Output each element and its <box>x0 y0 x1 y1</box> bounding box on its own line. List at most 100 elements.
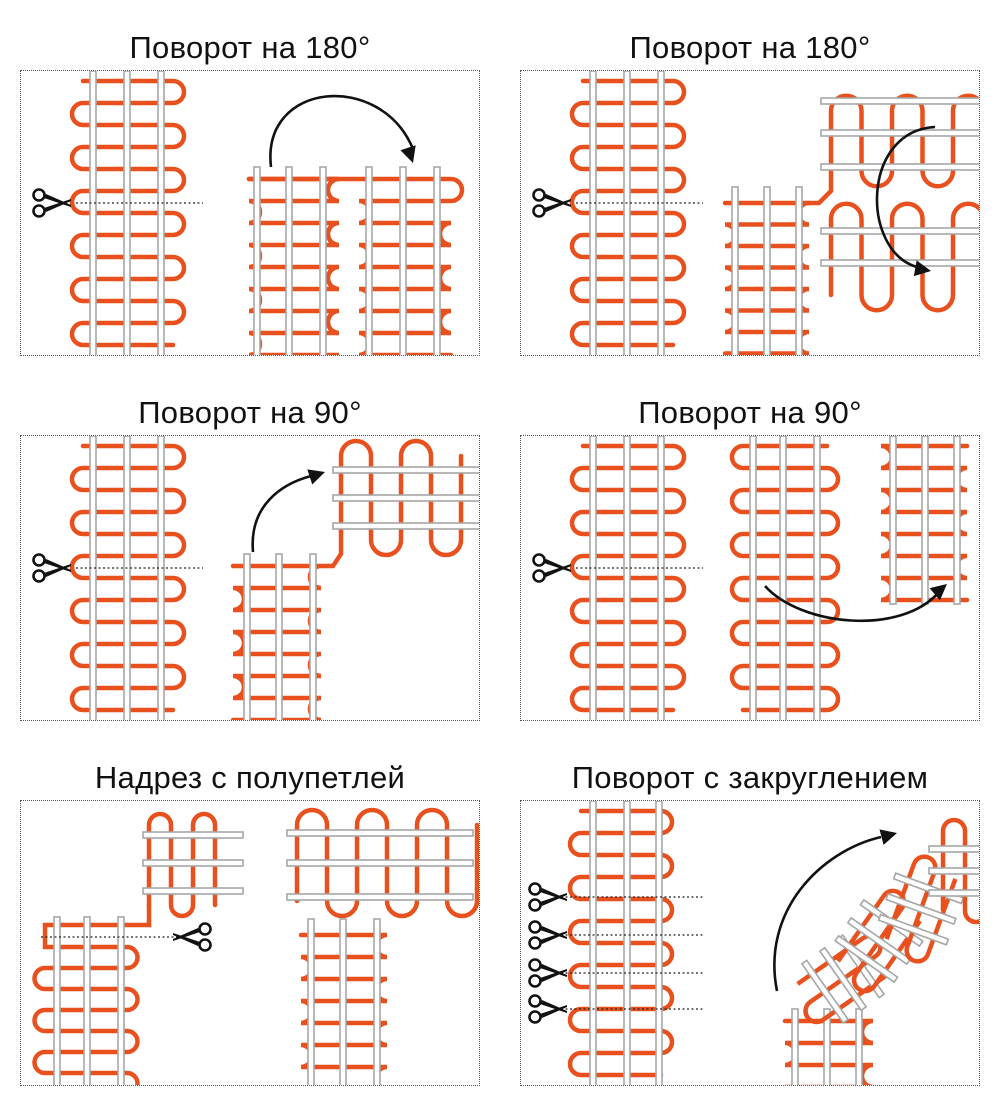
mesh-strip <box>157 436 165 720</box>
panel-title: Поворот на 180° <box>629 30 871 65</box>
mesh-strip <box>820 259 979 267</box>
mesh-strip <box>142 831 244 839</box>
panel-cell-4: Поворот на 90° <box>500 365 1000 725</box>
scissors-icon <box>32 188 71 218</box>
arrow-head-icon <box>400 145 416 163</box>
diagram-180-turn-b <box>532 71 979 355</box>
mesh-strip <box>855 1008 863 1085</box>
diagram-panel-5 <box>20 800 480 1086</box>
scissors-icon <box>528 994 567 1024</box>
scissors-icon <box>528 882 567 912</box>
mesh-strip <box>123 71 131 355</box>
scissors-icon <box>532 553 571 583</box>
mesh-strip <box>373 918 381 1085</box>
arrow-head-icon <box>307 469 325 485</box>
diagram-rounded-turn <box>528 801 979 1085</box>
arrow-head-icon <box>913 260 931 277</box>
panel-title: Надрез с полупетлей <box>94 760 406 795</box>
mesh-strip <box>589 71 597 355</box>
mesh-strip <box>285 166 293 355</box>
panel-cell-5: Надрез с полупетлей <box>0 730 500 1100</box>
mesh-strip <box>253 166 261 355</box>
mesh-strip <box>795 186 803 355</box>
mesh-strip <box>820 129 979 137</box>
mesh-strip <box>589 801 597 1085</box>
mesh-strip <box>332 494 479 502</box>
arrow-head-icon <box>929 584 947 601</box>
mesh-strip <box>655 801 663 1085</box>
mesh-strip <box>319 166 327 355</box>
mesh-strip <box>286 893 474 901</box>
mesh-strip <box>332 466 479 474</box>
scissors-icon <box>173 922 212 952</box>
mesh-strip <box>275 553 283 720</box>
panel-title: Поворот на 90° <box>638 395 862 430</box>
mesh-strip <box>123 436 131 720</box>
mesh-strip <box>623 71 631 355</box>
diagram-panel-4 <box>520 435 980 721</box>
panel-cell-2: Поворот на 180° <box>500 0 1000 360</box>
mesh-strip <box>286 829 474 837</box>
mesh-strip <box>142 887 244 895</box>
heating-cable <box>828 201 979 313</box>
arrow-icon <box>773 835 882 992</box>
mesh-strip <box>243 553 251 720</box>
mesh-strip <box>399 166 407 355</box>
mesh-strip <box>117 916 125 1085</box>
diagram-90-turn-b <box>532 436 970 720</box>
arrow-head-icon <box>879 829 897 845</box>
arrow-icon <box>875 125 936 269</box>
mesh-strip <box>657 436 665 720</box>
mesh-strip <box>433 166 441 355</box>
diagram-half-loop-cut <box>32 807 479 1085</box>
mesh-strip <box>307 918 315 1085</box>
mesh-strip <box>83 916 91 1085</box>
mesh-strip <box>309 553 317 720</box>
mesh-strip <box>820 97 979 105</box>
scissors-icon <box>532 188 571 218</box>
diagram-panel-6 <box>520 800 980 1086</box>
mesh-strip <box>365 166 373 355</box>
mesh-strip <box>286 859 474 867</box>
mesh-strip <box>157 71 165 355</box>
mesh-strip <box>779 436 787 720</box>
heating-cable <box>32 902 152 1085</box>
arrow-icon <box>269 94 415 168</box>
panel-title: Поворот с закруглением <box>571 760 929 795</box>
heating-cable <box>806 93 979 206</box>
mesh-strip <box>623 436 631 720</box>
scissors-icon <box>32 553 71 583</box>
diagram-panel-1 <box>20 70 480 356</box>
mesh-strip <box>813 436 821 720</box>
scissors-icon <box>528 920 567 950</box>
mesh-strip <box>53 916 61 1085</box>
mesh-strip <box>332 522 479 530</box>
scissors-icon <box>528 958 567 988</box>
mesh-strip <box>763 186 771 355</box>
panel-cell-1: Поворот на 180° <box>0 0 500 360</box>
diagram-90-turn-a <box>32 436 479 720</box>
heating-cable <box>146 811 218 919</box>
diagram-panel-2 <box>520 70 980 356</box>
diagram-panel-3 <box>20 435 480 721</box>
mesh-strip <box>953 436 961 605</box>
panel-title: Поворот на 180° <box>129 30 371 65</box>
mesh-strip <box>823 1008 831 1085</box>
mesh-strip <box>89 71 97 355</box>
cable-segment <box>928 817 979 925</box>
mesh-strip <box>820 227 979 235</box>
arrow-icon <box>764 585 940 623</box>
panel-title: Поворот на 90° <box>138 395 362 430</box>
mesh-strip <box>791 1008 799 1085</box>
mesh-strip <box>623 801 631 1085</box>
heating-cable <box>318 438 464 569</box>
mesh-strip <box>731 186 739 355</box>
arrow-icon <box>251 474 312 553</box>
mesh-strip <box>749 436 757 720</box>
mesh-strip <box>889 436 897 605</box>
mesh-strip <box>89 436 97 720</box>
mesh-strip <box>921 436 929 605</box>
mesh-strip <box>142 859 244 867</box>
mesh-strip <box>589 436 597 720</box>
diagram-180-turn-a <box>32 71 465 355</box>
